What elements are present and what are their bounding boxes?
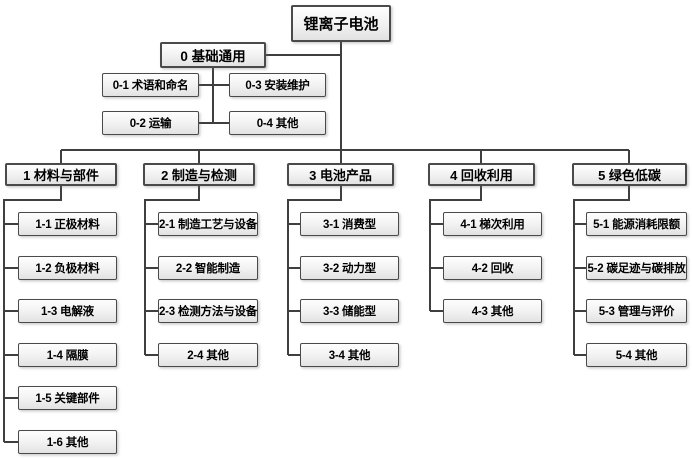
node-0-2-transport: 0-2 运输 — [102, 111, 199, 135]
node-2-2-smart-manufacturing: 2-2 智能制造 — [158, 256, 258, 280]
node-3-2-power-type: 3-2 动力型 — [300, 256, 399, 280]
node-group-0-basic-general: 0 基础通用 — [160, 42, 266, 68]
node-branch-4-recycling: 4 回收利用 — [428, 163, 535, 186]
node-1-5-key-components: 1-5 关键部件 — [18, 386, 117, 410]
node-2-3-test-methods-equipment: 2-3 检测方法与设备 — [158, 299, 258, 323]
node-5-4-other: 5-4 其他 — [586, 343, 687, 367]
node-4-2-recycling: 4-2 回收 — [443, 256, 542, 280]
node-4-3-other: 4-3 其他 — [443, 299, 542, 323]
node-3-1-consumer-type: 3-1 消费型 — [300, 212, 399, 236]
node-5-1-energy-consumption-quota: 5-1 能源消耗限额 — [586, 212, 687, 236]
node-branch-2-manufacturing-testing: 2 制造与检测 — [143, 163, 255, 186]
node-branch-1-materials-components: 1 材料与部件 — [5, 163, 117, 186]
node-1-2-anode-materials: 1-2 负极材料 — [18, 256, 117, 280]
node-1-3-electrolyte: 1-3 电解液 — [18, 299, 117, 323]
node-3-3-energy-storage-type: 3-3 储能型 — [300, 299, 399, 323]
node-branch-5-green-low-carbon: 5 绿色低碳 — [572, 163, 687, 186]
node-5-3-management-evaluation: 5-3 管理与评价 — [586, 299, 687, 323]
node-root-lithium-ion-battery: 锂离子电池 — [291, 5, 391, 42]
node-1-4-separator: 1-4 隔膜 — [18, 343, 117, 367]
node-0-1-terminology-naming: 0-1 术语和命名 — [102, 73, 199, 97]
node-4-1-cascade-utilization: 4-1 梯次利用 — [443, 212, 542, 236]
node-0-3-installation-maintenance: 0-3 安装维护 — [229, 73, 326, 97]
node-2-1-process-equipment: 2-1 制造工艺与设备 — [158, 212, 258, 236]
node-5-2-carbon-footprint-emissions: 5-2 碳足迹与碳排放 — [586, 256, 687, 280]
node-2-4-other: 2-4 其他 — [158, 343, 258, 367]
node-1-1-cathode-materials: 1-1 正极材料 — [18, 212, 117, 236]
node-1-6-other: 1-6 其他 — [18, 430, 117, 454]
node-3-4-other: 3-4 其他 — [300, 343, 399, 367]
node-0-4-other: 0-4 其他 — [229, 111, 326, 135]
branch-4-connectors — [429, 186, 482, 312]
node-branch-3-battery-products: 3 电池产品 — [287, 163, 394, 186]
trunk-and-rail-connectors — [60, 42, 630, 163]
